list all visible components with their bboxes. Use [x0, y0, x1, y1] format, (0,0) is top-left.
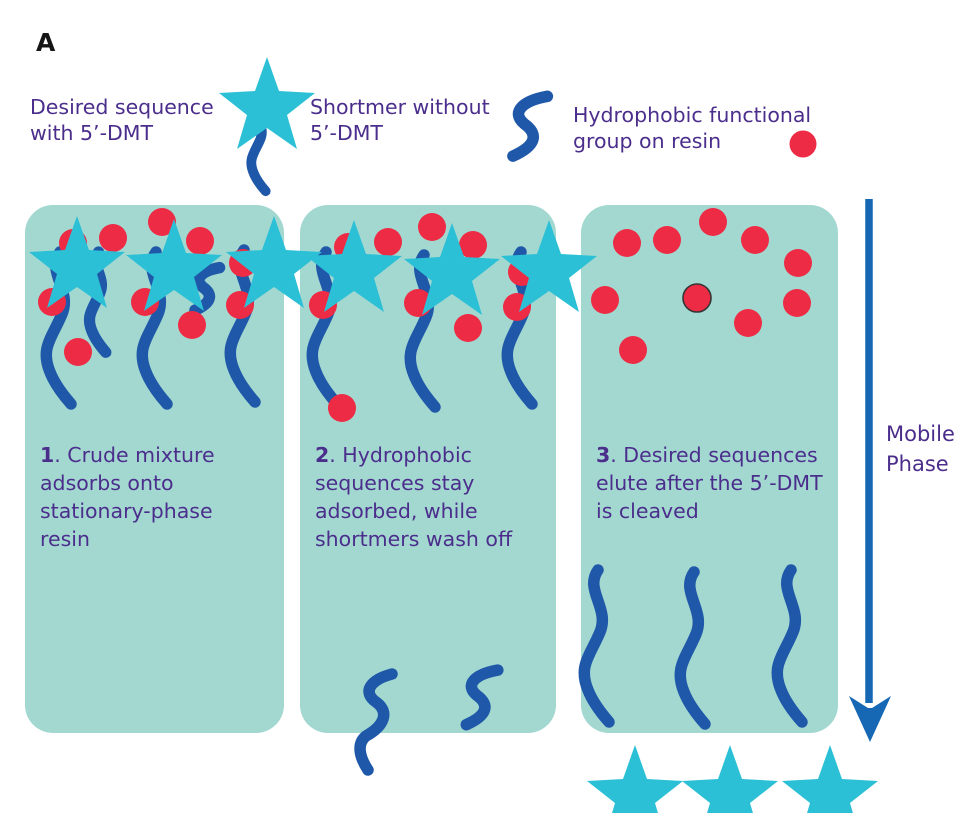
legend-desired-sequence: Desired sequence with 5’-DMT [30, 95, 214, 145]
figure-label: A [36, 28, 56, 57]
arrow-head-icon [849, 696, 891, 742]
step-1-number: 1 [40, 443, 55, 467]
dmt-star-icon [782, 745, 878, 813]
cleaved-dmt-stars [587, 745, 878, 813]
dmt-star-icon [682, 745, 778, 813]
step-3-text: . Desired sequences elute after the 5’-D… [596, 443, 823, 524]
step-3-number: 3 [596, 443, 611, 467]
step-2-caption: 2. Hydrophobic sequences stay adsorbed, … [315, 441, 532, 553]
step-1-text: . Crude mixture adsorbs onto stationary-… [40, 443, 215, 552]
step-2-number: 2 [315, 443, 330, 467]
step-1-caption: 1. Crude mixture adsorbs onto stationary… [40, 441, 232, 553]
oligo-strand-icon [251, 103, 265, 191]
dmt-star-icon [587, 745, 683, 813]
mobile-phase-arrow [849, 199, 891, 742]
step-3-caption: 3. Desired sequences elute after the 5’-… [596, 441, 832, 525]
mobile-phase-label: Mobile Phase [886, 422, 955, 476]
legend-shortmer: Shortmer without 5’-DMT [310, 95, 490, 145]
step-2-text: . Hydrophobic sequences stay adsorbed, w… [315, 443, 513, 552]
legend-hydrophobic: Hydrophobic functional group on resin [573, 103, 812, 153]
